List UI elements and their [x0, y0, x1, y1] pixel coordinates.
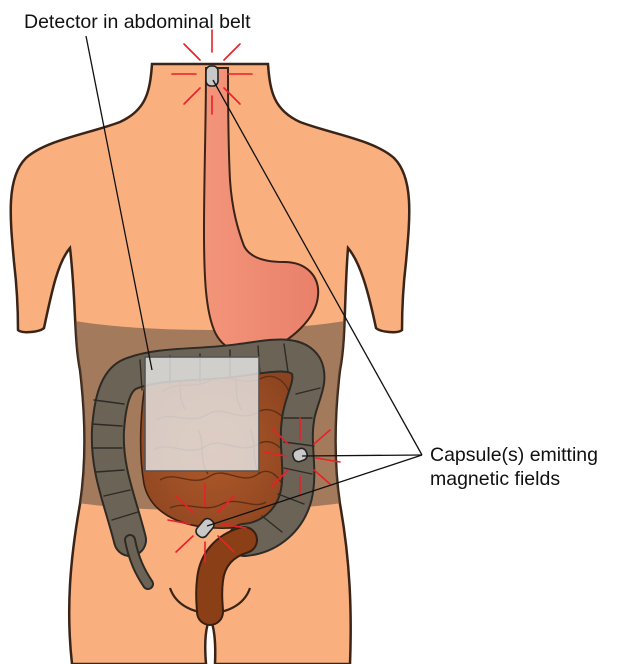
detector-label: Detector in abdominal belt: [24, 10, 251, 34]
detector-pad: [145, 357, 259, 471]
capsule-label-line2: magnetic fields: [430, 467, 598, 491]
capsule-label: Capsule(s) emitting magnetic fields: [430, 443, 598, 491]
capsule-esophagus: [206, 66, 218, 86]
capsule-label-line1: Capsule(s) emitting: [430, 443, 598, 467]
